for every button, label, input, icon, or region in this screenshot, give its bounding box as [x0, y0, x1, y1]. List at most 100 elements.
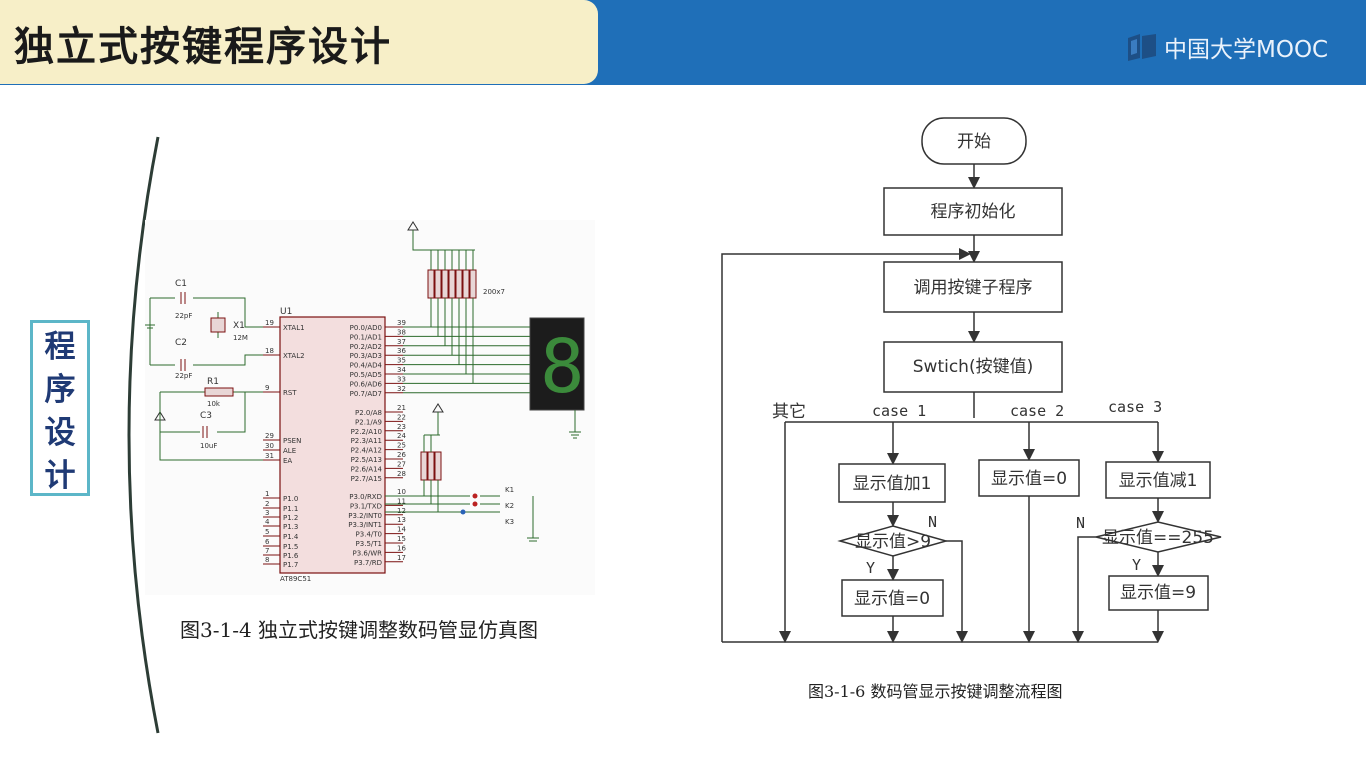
chip-pin-number: 29	[265, 432, 274, 440]
key1-label: K1	[505, 486, 514, 494]
flow-yes-label-3: Y	[1132, 556, 1141, 574]
capacitor-c1	[180, 292, 186, 304]
chip-pin-label: P1.4	[283, 533, 299, 541]
side-label-char: 程	[44, 329, 76, 365]
flow-inc-text: 显示值加1	[853, 474, 932, 494]
chip-pin-label: XTAL1	[283, 324, 305, 332]
flow-case2-label: case 2	[1010, 402, 1064, 420]
chip-pin-number: 15	[397, 535, 406, 543]
chip-pin-number: 34	[397, 366, 406, 374]
chip-pin-number: 33	[397, 375, 406, 383]
r1-value: 10k	[207, 400, 221, 408]
chip-pin-label: P2.6/A14	[351, 465, 383, 473]
chip-pin-label: P3.4/T0	[356, 531, 382, 539]
chip-pin-label: P3.3/INT1	[348, 521, 382, 529]
chip-pin-label: P1.0	[283, 495, 298, 503]
page-title: 独立式按键程序设计	[14, 24, 392, 70]
side-label-char: 序	[44, 372, 76, 408]
flow-dec-text: 显示值减1	[1119, 471, 1198, 491]
flow-set9-text: 显示值=9	[1120, 583, 1196, 603]
mcu-chip-u1: U1 AT89C51 XTAL119XTAL218RST9PSEN29ALE30…	[263, 307, 406, 583]
c1-label: C1	[175, 279, 187, 289]
flow-inc	[838, 463, 946, 503]
r1-label: R1	[207, 377, 219, 387]
chip-pin-number: 39	[397, 319, 406, 327]
flow-init-text: 程序初始化	[931, 202, 1016, 222]
flow-cond3-text: 显示值==255	[1102, 528, 1214, 548]
ground-symbol-display	[569, 410, 581, 439]
flow-init	[883, 187, 1063, 236]
flow-cond3	[1095, 521, 1222, 553]
chip-pin-number: 38	[397, 328, 406, 336]
x1-label: X1	[233, 321, 245, 331]
flow-reset0	[841, 579, 944, 617]
chip-pin-label: P2.0/A8	[355, 409, 382, 417]
chip-pin-number: 19	[265, 319, 274, 327]
chip-pin-number: 32	[397, 385, 406, 393]
chip-pin-number: 16	[397, 544, 406, 552]
rpack-resistor	[427, 269, 435, 299]
flow-set9	[1108, 575, 1209, 611]
chip-pin-number: 8	[265, 556, 269, 564]
chip-pin-number: 14	[397, 526, 406, 534]
chip-pin-label: P0.6/AD6	[350, 380, 383, 388]
chip-pin-label: P1.3	[283, 523, 298, 531]
flow-no-label-3: N	[1076, 514, 1085, 532]
oscillator-network: C1 22pF C2 22pF X1 12M R1 10k C3 10uF	[145, 279, 270, 461]
segment-digit: 8	[540, 324, 585, 410]
flow-no-label-1: N	[928, 513, 937, 531]
c3-value: 10uF	[200, 442, 217, 450]
side-label-char: 设	[44, 415, 76, 451]
chip-pin-label: P1.6	[283, 552, 299, 560]
mooc-logo[interactable]: 中国大学MOOC	[1126, 30, 1328, 64]
mooc-book-icon	[1128, 34, 1156, 61]
chip-pin-label: P3.7/RD	[354, 559, 382, 567]
flow-call-key	[883, 261, 1063, 313]
flow-cond1-text: 显示值>9	[855, 532, 931, 552]
c1-value: 22pF	[175, 312, 192, 320]
flow-cond1	[837, 525, 949, 557]
flow-start-text: 开始	[957, 132, 991, 152]
key2-label: K2	[505, 502, 514, 510]
chip-pin-number: 12	[397, 507, 406, 515]
rpack-resistor	[469, 269, 477, 299]
chip-pin-label: P0.0/AD0	[350, 324, 382, 332]
port0-bus	[403, 326, 530, 394]
circuit-diagram: C1 22pF C2 22pF X1 12M R1 10k C3 10uF U1…	[145, 220, 595, 595]
chip-pin-number: 24	[397, 432, 406, 440]
chip-pin-number: 21	[397, 404, 406, 412]
flow-other-label: 其它	[772, 402, 806, 422]
chip-pin-number: 6	[265, 538, 270, 546]
chip-pin-label: P3.6/WR	[353, 549, 383, 557]
chip-pin-number: 28	[397, 470, 406, 478]
flow-set-zero-text: 显示值=0	[991, 469, 1067, 489]
flowchart-caption: 图3-1-6 数码管显示按键调整流程图	[808, 682, 1063, 701]
chip-name: U1	[280, 307, 292, 317]
chip-pin-label: P0.1/AD1	[350, 333, 382, 341]
chip-pin-number: 4	[265, 518, 270, 526]
flow-reset0-text: 显示值=0	[854, 589, 930, 609]
chip-pin-number: 7	[265, 547, 269, 555]
chip-pin-number: 13	[397, 516, 406, 524]
key3-label: K3	[505, 518, 514, 526]
chip-pin-number: 18	[265, 347, 274, 355]
chip-pin-number: 3	[265, 509, 269, 517]
chip-pin-number: 10	[397, 488, 406, 496]
chip-pin-label: P2.7/A15	[351, 475, 382, 483]
chip-pin-label: P1.7	[283, 561, 298, 569]
ground-symbol-keys	[527, 496, 539, 542]
chip-pin-label: P1.5	[283, 543, 298, 551]
flow-set-zero	[978, 459, 1080, 497]
flow-yes-label-1: Y	[866, 559, 875, 577]
chip-pin-number: 36	[397, 347, 406, 355]
rpack-resistor	[462, 269, 470, 299]
chip-pin-number: 9	[265, 384, 269, 392]
chip-pin-label: P3.1/TXD	[350, 502, 382, 510]
chip-pin-label: P1.1	[283, 505, 298, 513]
chip-pin-label: PSEN	[283, 437, 301, 445]
chip-pin-label: P2.4/A12	[351, 447, 382, 455]
rpack-resistor	[455, 269, 463, 299]
chip-pin-label: RST	[283, 389, 297, 397]
decorative-curve	[127, 136, 160, 734]
chip-pin-label: P3.0/RXD	[349, 493, 382, 501]
